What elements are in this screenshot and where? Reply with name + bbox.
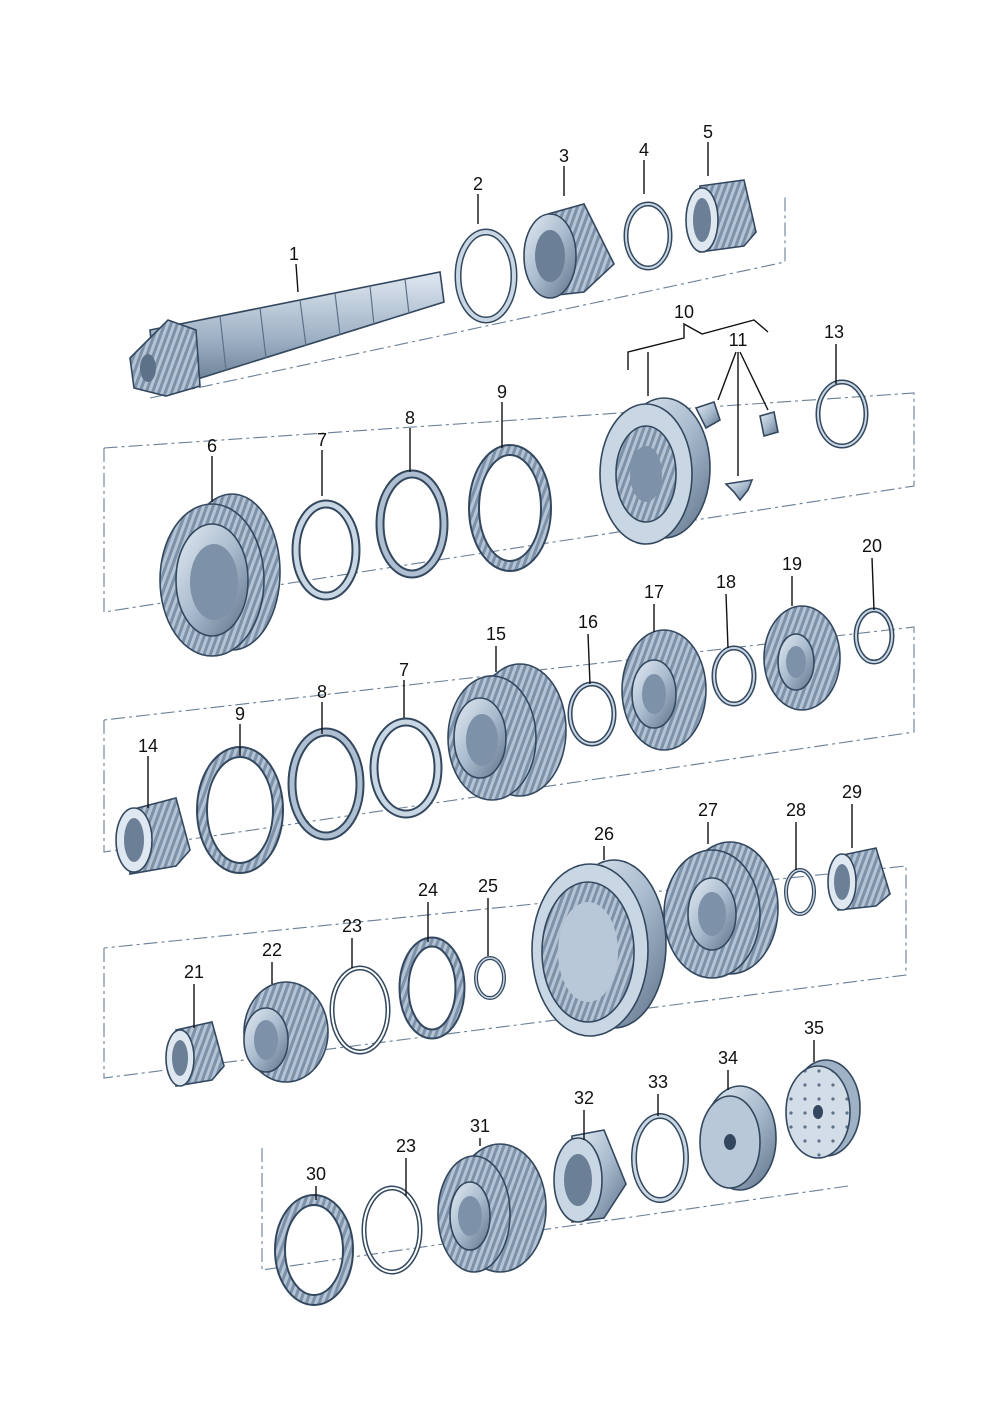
callout-26: 26 <box>594 824 614 844</box>
callout-17: 17 <box>644 582 664 602</box>
part-20-circlip <box>853 607 895 665</box>
part-32-ball-bearing <box>553 1129 627 1223</box>
callout-21: 21 <box>184 962 204 982</box>
axis-frame-row2 <box>103 392 915 613</box>
part-17-gear <box>621 629 707 751</box>
part-33-shim <box>631 1113 689 1203</box>
part-6-gear <box>159 493 281 657</box>
part-28-circlip <box>784 868 816 916</box>
callout-9-upper: 9 <box>497 382 507 402</box>
callout-22: 22 <box>262 940 282 960</box>
part-23-circlip-lower <box>361 1185 423 1275</box>
part-29-needle-bearing <box>827 847 891 911</box>
part-4-circlip <box>623 201 673 271</box>
part-3-tapered-roller-bearing <box>523 203 615 299</box>
callout-28: 28 <box>786 800 806 820</box>
part-22-gear <box>243 981 329 1083</box>
part-1-pinion-shaft <box>129 271 445 397</box>
callout-labels: 1 2 3 4 5 6 7 8 9 10 11 13 14 9 8 7 15 1… <box>138 122 882 1184</box>
callout-23-lower: 23 <box>396 1136 416 1156</box>
part-34-thrust-piece <box>699 1085 777 1191</box>
callout-13: 13 <box>824 322 844 342</box>
part-19-gear <box>763 605 841 711</box>
part-31-gear <box>437 1143 547 1273</box>
callout-11: 11 <box>729 330 748 350</box>
callout-4: 4 <box>639 140 649 160</box>
callout-18: 18 <box>716 572 736 592</box>
part-7-synchro-ring-upper <box>291 499 361 601</box>
part-35-perforated-plate <box>785 1059 861 1159</box>
part-13-circlip <box>815 379 869 449</box>
part-9-synchro-ring-lower <box>196 746 284 874</box>
callout-7-upper: 7 <box>317 430 327 450</box>
part-15-gear <box>447 663 567 801</box>
part-8-synchro-ring-lower <box>287 727 365 841</box>
part-24-synchro-ring <box>398 936 466 1040</box>
callout-19: 19 <box>782 554 802 574</box>
callout-23-upper: 23 <box>342 916 362 936</box>
callout-34: 34 <box>718 1048 738 1068</box>
callout-3: 3 <box>559 146 569 166</box>
callout-10: 10 <box>674 302 694 322</box>
callout-5: 5 <box>703 122 713 142</box>
callout-14: 14 <box>138 736 158 756</box>
callout-1: 1 <box>289 244 299 264</box>
callout-16: 16 <box>578 612 598 632</box>
callout-7-lower: 7 <box>399 660 409 680</box>
callout-29: 29 <box>842 782 862 802</box>
callout-32: 32 <box>574 1088 594 1108</box>
callout-8-upper: 8 <box>405 408 415 428</box>
part-27-gear <box>663 841 779 979</box>
callout-31: 31 <box>470 1116 490 1136</box>
part-23-circlip-upper <box>329 965 391 1055</box>
callout-35: 35 <box>804 1018 824 1038</box>
callout-9-lower: 9 <box>235 704 245 724</box>
leader-lines <box>147 142 875 1200</box>
callout-30: 30 <box>306 1164 326 1184</box>
part-18-circlip <box>711 645 757 707</box>
part-5-needle-bearing <box>685 179 757 253</box>
callout-33: 33 <box>648 1072 668 1092</box>
callout-15: 15 <box>486 624 506 644</box>
part-21-needle-bearing <box>165 1021 225 1087</box>
callout-2: 2 <box>473 174 483 194</box>
part-26-sliding-sleeve <box>531 859 667 1037</box>
axis-frame-row1 <box>149 196 786 399</box>
callout-27: 27 <box>698 800 718 820</box>
callout-25: 25 <box>478 876 498 896</box>
part-11-detents <box>694 400 779 502</box>
callout-6: 6 <box>207 436 217 456</box>
part-16-circlip <box>567 681 617 747</box>
part-25-circlip <box>474 956 506 1000</box>
part-9-synchro-ring-upper <box>468 444 552 572</box>
callout-24: 24 <box>418 880 438 900</box>
part-10-synchro-hub-sleeve <box>599 397 711 545</box>
part-7-synchro-ring-lower <box>369 717 443 819</box>
part-8-synchro-ring-upper <box>375 469 449 579</box>
part-2-shim <box>454 228 518 324</box>
callout-8-lower: 8 <box>317 682 327 702</box>
part-14-needle-bearing <box>115 797 191 875</box>
callout-20: 20 <box>862 536 882 556</box>
axis-frame-row4 <box>103 865 907 1079</box>
part-30-synchro-ring <box>274 1194 354 1306</box>
